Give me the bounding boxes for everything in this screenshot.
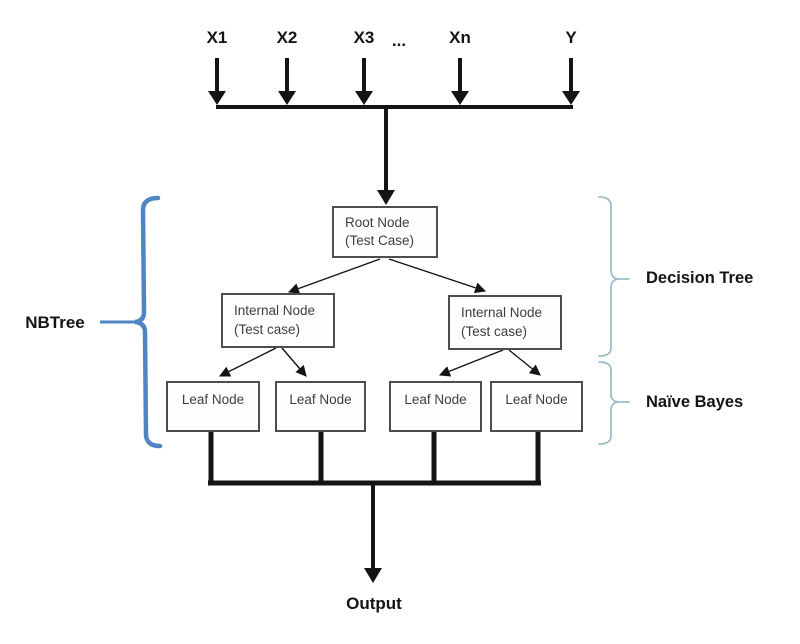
internal-node-right-subtitle: (Test case) bbox=[461, 323, 528, 339]
root-node-title: Root Node bbox=[345, 214, 410, 230]
leaf-node-2-box: Leaf Node bbox=[275, 381, 366, 432]
edge-internal-right-to-leaf-3 bbox=[438, 349, 504, 377]
output-label: Output bbox=[346, 594, 402, 613]
internal-node-right-box: Internal Node (Test case) bbox=[448, 295, 562, 350]
leaf-node-1-box: Leaf Node bbox=[166, 381, 260, 432]
edge-root-to-internal-right bbox=[388, 258, 487, 294]
edge-internal-left-to-leaf-2 bbox=[281, 347, 307, 377]
naive-bayes-label: Naïve Bayes bbox=[646, 393, 744, 411]
root-node-box: Root Node (Test Case) bbox=[332, 206, 438, 258]
edge-root-to-internal-left bbox=[287, 258, 381, 294]
internal-node-left-subtitle: (Test case) bbox=[234, 321, 301, 337]
root-node-subtitle: (Test Case) bbox=[345, 233, 415, 248]
input-arrow-x2 bbox=[278, 58, 296, 105]
nbtree-label: NBTree bbox=[25, 313, 85, 332]
output-arrow bbox=[364, 483, 382, 583]
internal-node-right-title: Internal Node bbox=[461, 305, 543, 321]
input-label-x1: X1 bbox=[206, 28, 228, 47]
internal-node-left-title: Internal Node bbox=[234, 303, 316, 319]
edge-internal-right-to-leaf-4 bbox=[508, 349, 541, 376]
naive-bayes-brace bbox=[598, 361, 630, 445]
internal-node-left-box: Internal Node (Test case) bbox=[221, 293, 335, 348]
leaf-node-1-label: Leaf Node bbox=[181, 392, 245, 407]
input-arrow-x1 bbox=[208, 58, 226, 105]
decision-tree-brace bbox=[598, 196, 630, 357]
input-arrow-y bbox=[562, 58, 580, 105]
leaf-node-4-box: Leaf Node bbox=[490, 381, 583, 432]
leaf-node-3-box: Leaf Node bbox=[389, 381, 482, 432]
input-label-xn: Xn bbox=[449, 28, 471, 47]
edge-internal-left-to-leaf-1 bbox=[219, 347, 277, 377]
input-label-ellipsis: ... bbox=[391, 31, 407, 50]
input-label-x3: X3 bbox=[353, 28, 375, 47]
nbtree-brace bbox=[134, 195, 163, 449]
input-arrow-x3 bbox=[355, 58, 373, 105]
input-label-y: Y bbox=[565, 28, 577, 47]
input-arrow-xn bbox=[451, 58, 469, 105]
leaf-node-4-label: Leaf Node bbox=[505, 392, 568, 407]
trunk-arrow bbox=[377, 107, 395, 205]
input-label-x2: X2 bbox=[276, 28, 298, 47]
decision-tree-label: Decision Tree bbox=[646, 269, 754, 287]
leaf-node-3-label: Leaf Node bbox=[404, 392, 467, 407]
leaf-node-2-label: Leaf Node bbox=[289, 392, 352, 407]
